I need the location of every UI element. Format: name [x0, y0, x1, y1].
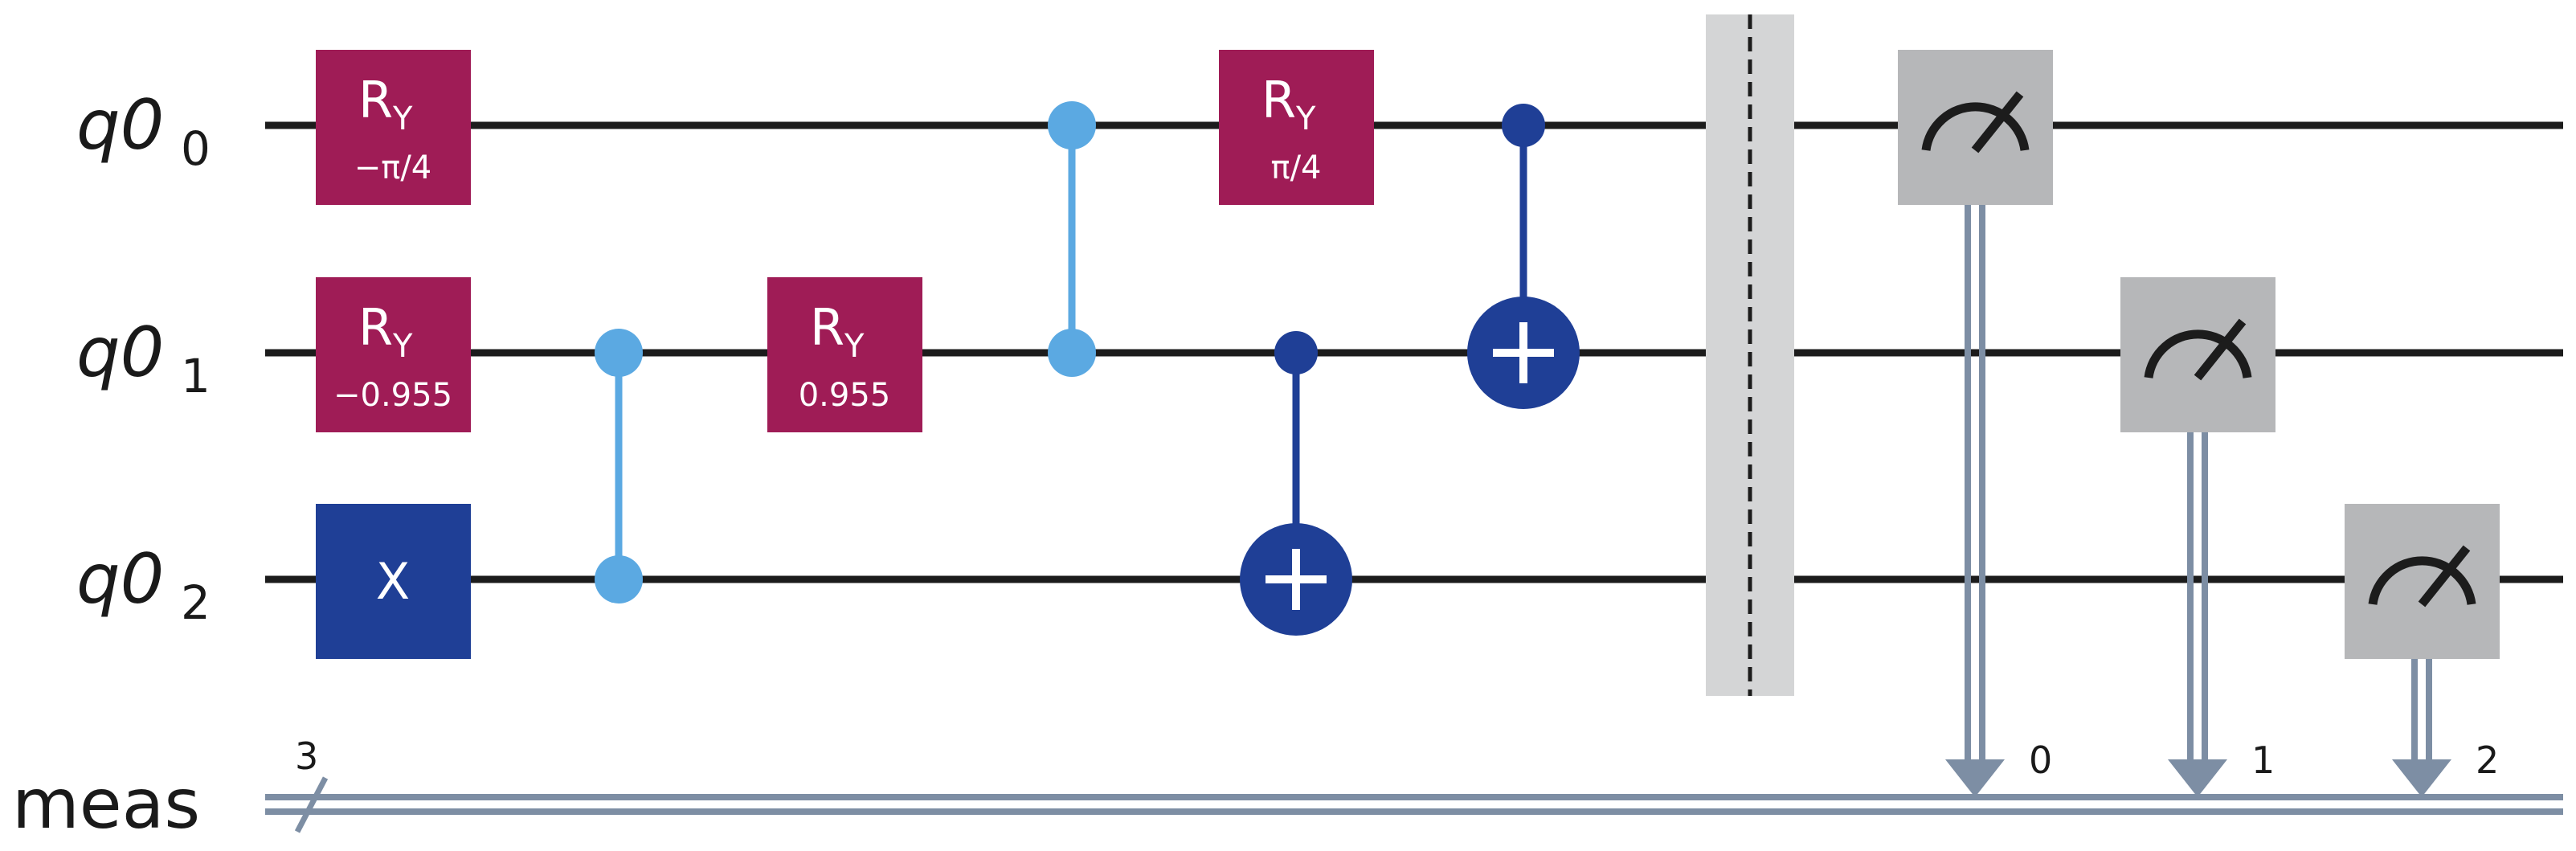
qubit-2-index: 2: [181, 575, 211, 630]
x-gate-q2: X: [316, 504, 471, 659]
ry-gate-q1-0955: R Y 0.955: [767, 277, 922, 432]
ry-param: 0.955: [799, 377, 891, 414]
cz-dot: [595, 555, 643, 603]
cnot-control-dot: [1274, 331, 1318, 374]
ry-gate-q0-pi4: R Y π/4: [1219, 50, 1374, 205]
ry-param: −0.955: [333, 377, 452, 414]
svg-text:R: R: [1261, 71, 1296, 129]
measure-arrow: [1945, 759, 2005, 797]
measure-q2: 2: [2345, 504, 2500, 797]
clbit-index: 2: [2476, 738, 2499, 782]
cz-dot: [595, 329, 643, 377]
register-bundle-slash: [294, 776, 329, 833]
cnot-gate-q0-q1: [1467, 104, 1580, 409]
measure-q1: 1: [2120, 277, 2275, 797]
ry-gate-q0-neg-pi4: R Y −π/4: [316, 50, 471, 205]
svg-text:Y: Y: [392, 100, 413, 137]
qubit-0-name: q0: [76, 85, 164, 166]
svg-text:R: R: [810, 298, 844, 357]
qubit-0-index: 0: [181, 121, 211, 176]
svg-text:Y: Y: [844, 328, 865, 365]
clbit-index: 0: [2029, 738, 2052, 782]
cz-dot: [1048, 329, 1096, 377]
classical-wire: [265, 794, 2563, 815]
barrier: [1706, 14, 1794, 696]
clbit-index: 1: [2251, 738, 2275, 782]
svg-text:Y: Y: [1295, 100, 1316, 137]
svg-text:R: R: [358, 71, 393, 129]
ry-gate-q1-neg-0955: R Y −0.955: [316, 277, 471, 432]
ry-param: −π/4: [354, 149, 432, 186]
qubit-label-1: q0 1: [76, 313, 211, 403]
classical-register-label: meas: [12, 764, 200, 845]
cz-gate-q0-q1: [1048, 101, 1096, 377]
ry-param: π/4: [1270, 149, 1321, 186]
measure-arrow: [2168, 759, 2227, 797]
svg-text:Y: Y: [392, 328, 413, 365]
cz-gate-q1-q2: [595, 329, 643, 603]
meter-icon: [1921, 91, 2030, 153]
register-size: 3: [295, 734, 318, 778]
measure-arrow: [2392, 759, 2451, 797]
qubit-1-index: 1: [181, 349, 211, 403]
cz-dot: [1048, 101, 1096, 149]
meter-icon: [2368, 545, 2476, 608]
qubit-label-2: q0 2: [76, 539, 211, 630]
svg-text:X: X: [376, 552, 410, 611]
qubit-label-0: q0 0: [76, 85, 211, 176]
svg-text:R: R: [358, 298, 393, 357]
measure-q0: 0: [1898, 50, 2053, 797]
meter-icon: [2144, 318, 2252, 381]
cnot-control-dot: [1502, 104, 1545, 147]
qubit-2-name: q0: [76, 539, 164, 620]
cnot-gate-q1-q2: [1240, 331, 1352, 636]
qubit-1-name: q0: [76, 313, 164, 393]
